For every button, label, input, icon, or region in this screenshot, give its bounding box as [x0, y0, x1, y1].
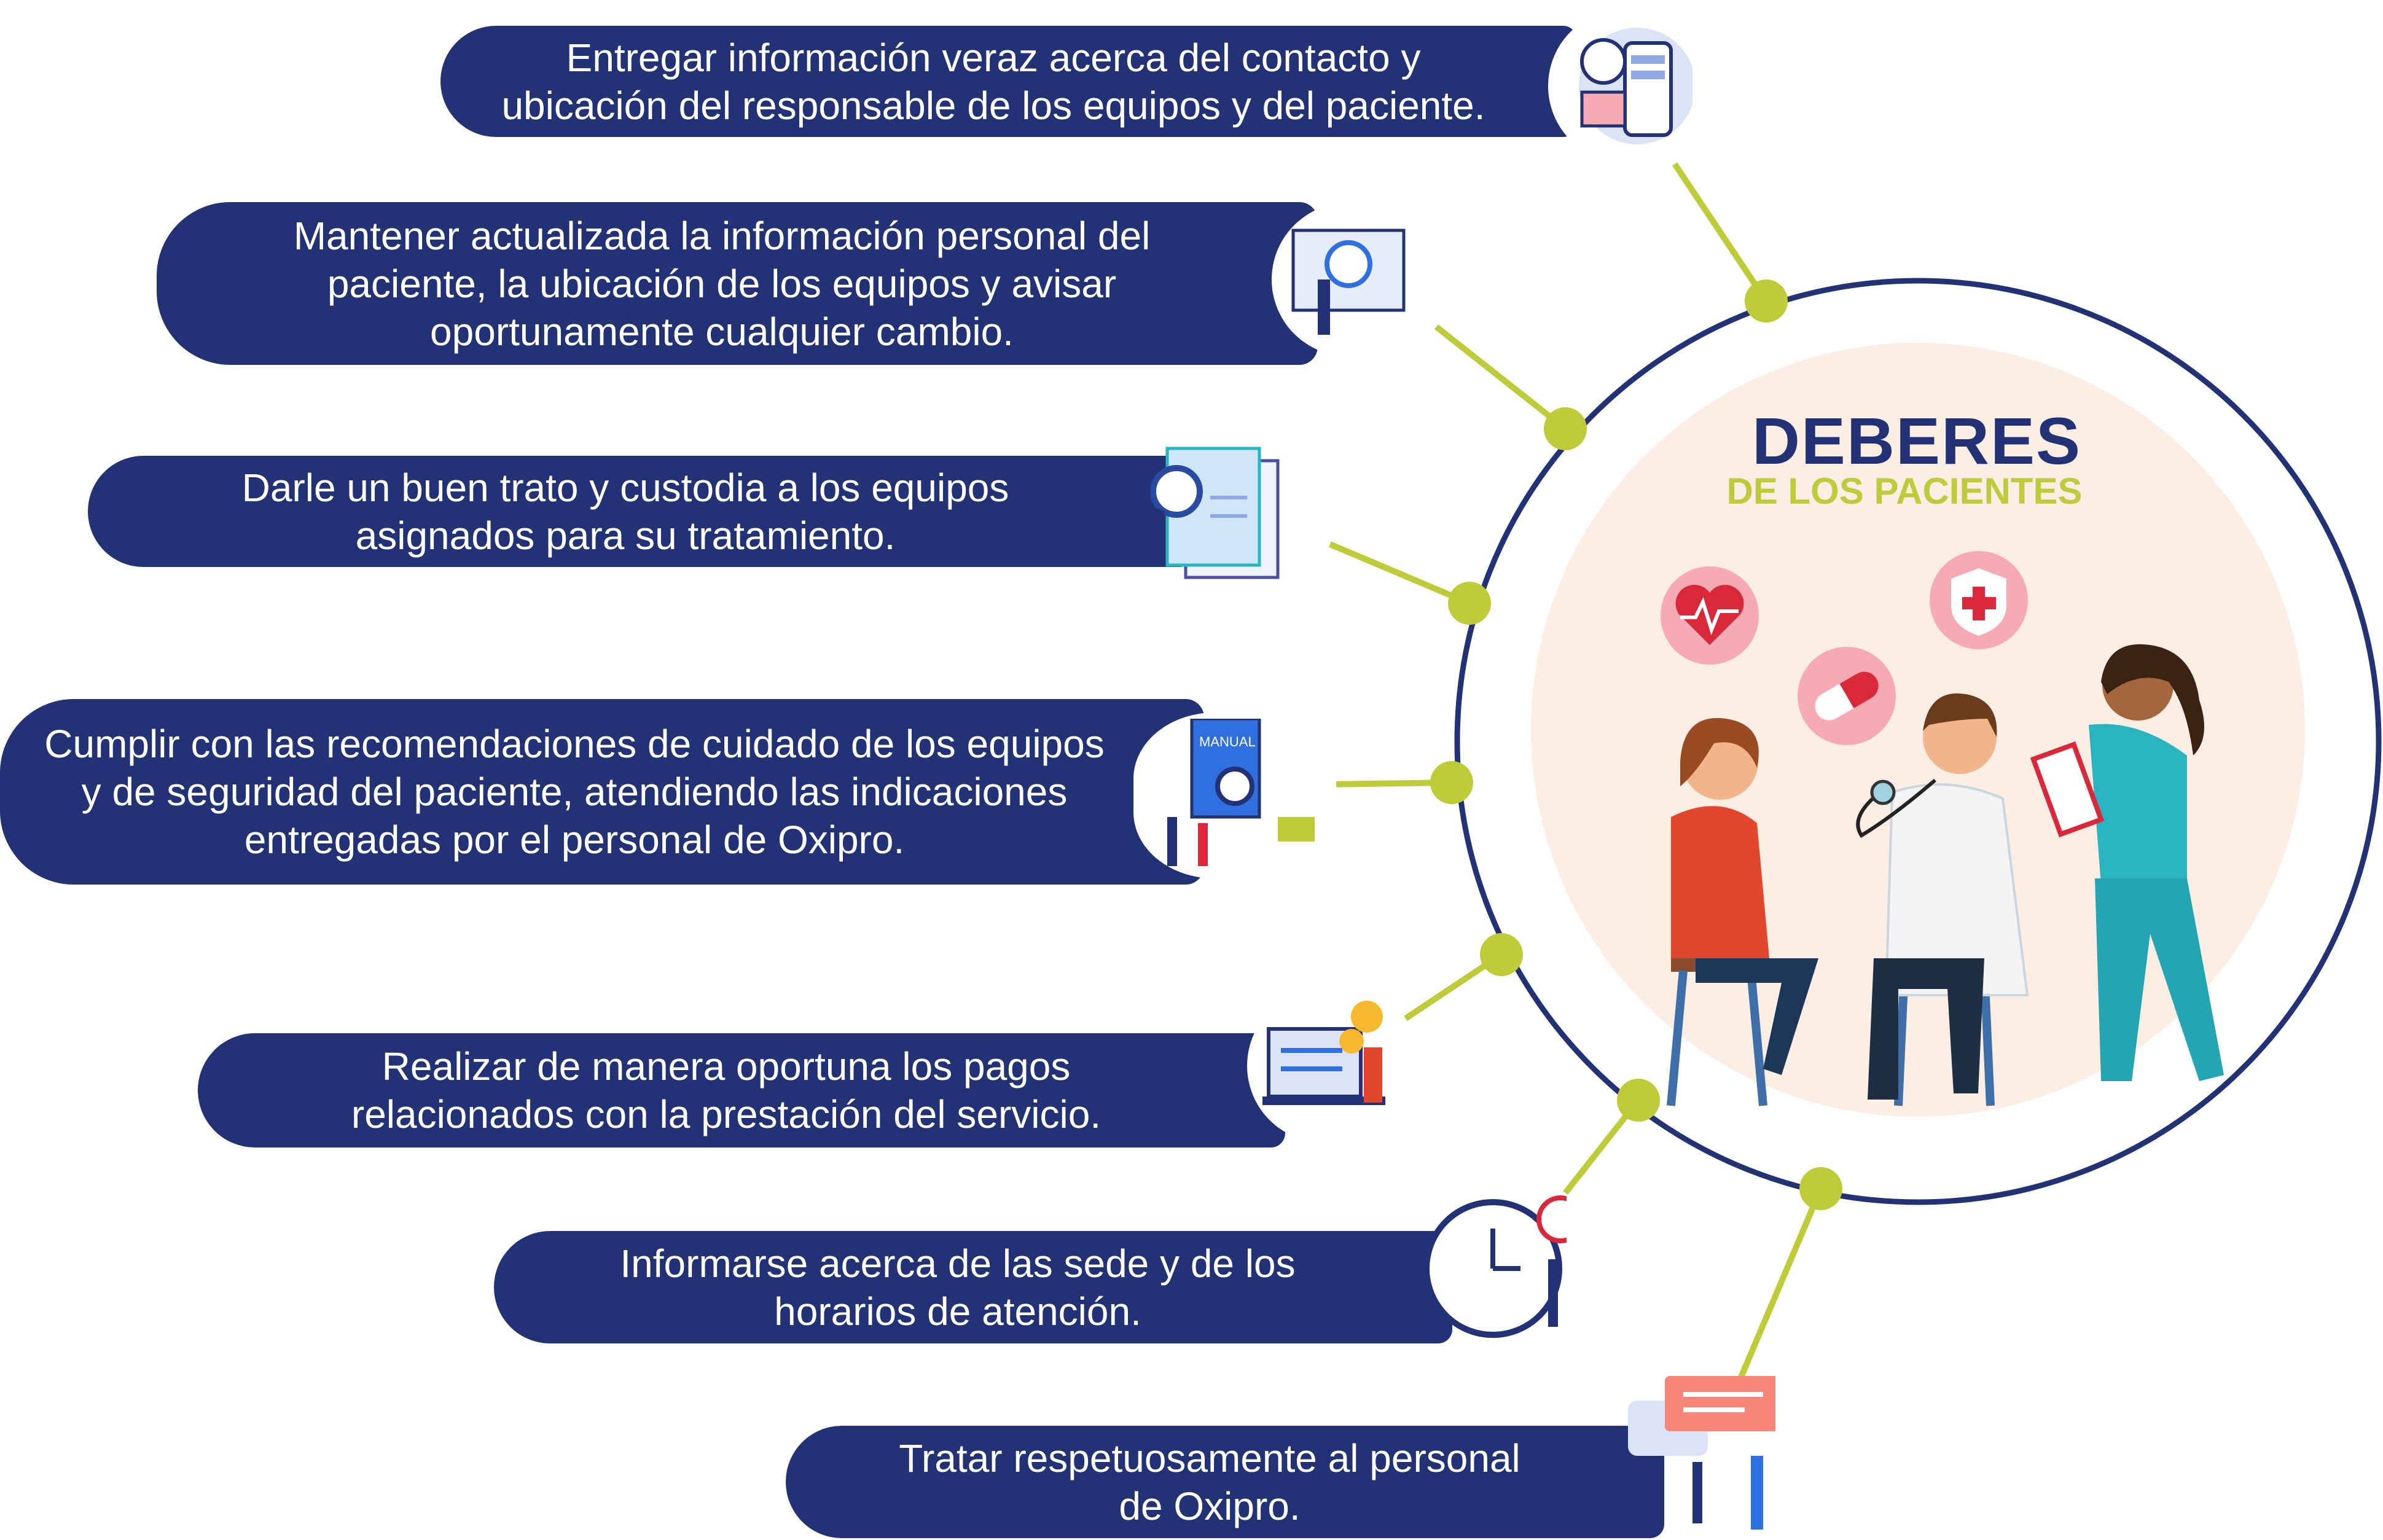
duty-text: Informarse acerca de las sede y de los h… [620, 1241, 1296, 1334]
title: DEBERES [1751, 404, 2082, 478]
medical-scene-illustration [1667, 644, 2224, 1106]
duty-text: Entregar información veraz acerca del co… [501, 35, 1485, 128]
duty-item-2: Mantener actualizada la información pers… [157, 202, 1318, 365]
duty-text: Mantener actualizada la información pers… [293, 213, 1151, 354]
duty-text: Cumplir con las recomendaciones de cuida… [44, 722, 1105, 862]
manual-label: MANUAL [1199, 734, 1256, 749]
duty-item-3: Darle un buen trato y custodia a los equ… [88, 456, 1194, 567]
medical-shield-icon [1930, 551, 2028, 649]
duty-item-5: Realizar de manera oportuna los pagos re… [198, 1033, 1285, 1147]
clock-icon [1413, 1192, 1567, 1345]
duty-item-4: Cumplir con las recomendaciones de cuida… [0, 699, 1204, 885]
duty-item-6: Informarse acerca de las sede y de los h… [494, 1231, 1452, 1343]
payment-laptop-icon [1247, 989, 1401, 1143]
subtitle: DE LOS PACIENTES [1726, 471, 2083, 512]
duty-text: Realizar de manera oportuna los pagos re… [351, 1044, 1102, 1136]
phone-contact-icon [1548, 9, 1702, 163]
dashboard-search-icon [1272, 203, 1425, 356]
pill-icon [1798, 647, 1896, 745]
duty-item-1: Entregar información veraz acerca del co… [440, 26, 1577, 137]
duty-text: Tratar respetuosamente al personal de Ox… [899, 1436, 1520, 1528]
clipboard-magnifier-icon [1143, 436, 1296, 590]
conversation-icon [1622, 1376, 1775, 1530]
manual-book-icon: MANUAL [1133, 713, 1336, 878]
duty-text: Darle un buen trato y custodia a los equ… [241, 465, 1009, 558]
outer-ring [1454, 278, 2382, 1205]
connector-dots [1430, 279, 1842, 1210]
duty-item-7: Tratar respetuosamente al personal de Ox… [786, 1426, 1664, 1538]
heart-rate-icon [1661, 566, 1759, 665]
